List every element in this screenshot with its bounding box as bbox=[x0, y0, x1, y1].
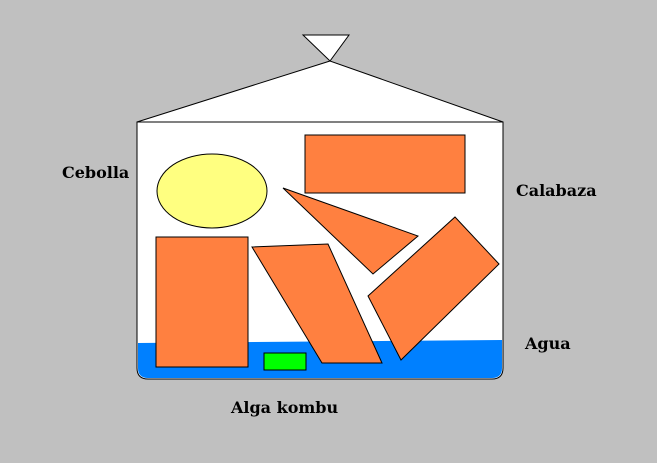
kombu-label: Alga kombu bbox=[231, 398, 339, 417]
pumpkin-piece bbox=[304, 134, 466, 194]
lid-knob bbox=[301, 34, 350, 62]
pumpkin-piece bbox=[155, 236, 249, 368]
onion-shape bbox=[156, 153, 268, 229]
pumpkin-label: Calabaza bbox=[516, 181, 597, 200]
pumpkin-piece bbox=[367, 216, 500, 361]
pumpkin-piece bbox=[282, 187, 419, 275]
pot-lid bbox=[136, 60, 504, 123]
water-label: Agua bbox=[525, 334, 571, 353]
pumpkin-piece bbox=[251, 243, 383, 364]
kombu-shape bbox=[263, 352, 307, 371]
onion-label: Cebolla bbox=[62, 163, 130, 182]
